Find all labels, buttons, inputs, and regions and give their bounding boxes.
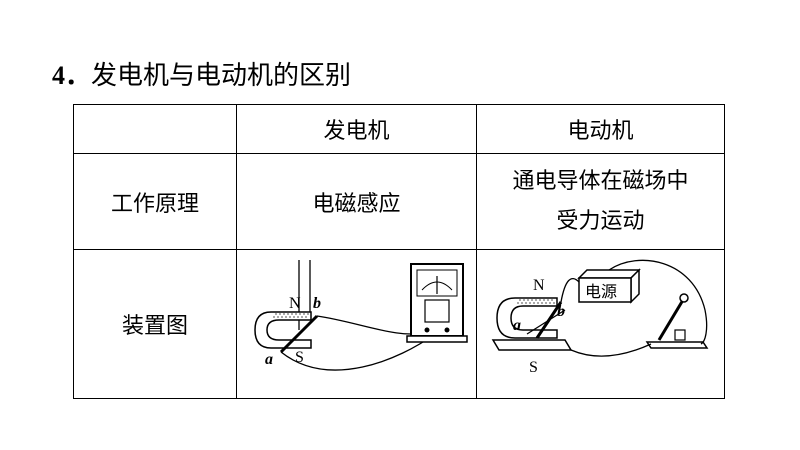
wire-rod-to-source <box>559 278 579 303</box>
lead-wire-2 <box>280 333 435 371</box>
section-heading: 4．发电机与电动机的区别 <box>52 58 351 94</box>
label-south: S <box>529 359 538 376</box>
label-a: a <box>513 317 521 334</box>
motor-principle-line2: 受力运动 <box>556 208 645 234</box>
device-row: 装置图 <box>73 249 725 399</box>
label-b: b <box>313 295 321 312</box>
label-north: N <box>289 295 301 312</box>
conductor-rod <box>279 314 318 354</box>
galvanometer-base <box>405 335 468 343</box>
heading-number: 4． <box>52 61 92 90</box>
motor-diagram-cell: N S a b 电源 <box>476 249 725 399</box>
magnet-shading <box>272 313 309 318</box>
conductor-rod <box>535 301 562 339</box>
switch-knob <box>678 293 689 303</box>
generator-diagram: N S a b <box>253 260 468 371</box>
label-south: S <box>295 349 304 366</box>
principle-label: 工作原理 <box>73 153 237 250</box>
header-corner-cell <box>73 104 237 154</box>
motor-principle-line1: 通电导体在磁场中 <box>512 168 689 194</box>
horseshoe-magnet <box>495 297 558 339</box>
galvanometer-core <box>423 299 450 323</box>
terminal-left <box>424 327 429 333</box>
power-source-top <box>576 269 641 279</box>
base-board <box>491 339 572 351</box>
comparison-table: 发电机 电动机 工作原理 电磁感应 通电导体在磁场中 受力运动 装置图 <box>73 104 725 399</box>
label-power-source: 电源 <box>585 282 617 301</box>
header-motor: 电动机 <box>476 104 725 154</box>
header-generator: 发电机 <box>236 104 477 154</box>
principle-row: 工作原理 电磁感应 通电导体在磁场中 受力运动 <box>73 153 725 250</box>
wire-source-to-switch <box>608 259 707 345</box>
generator-principle: 电磁感应 <box>236 153 477 250</box>
motor-principle: 通电导体在磁场中 受力运动 <box>476 153 725 250</box>
label-b: b <box>557 303 565 320</box>
power-source <box>577 277 632 303</box>
label-a: a <box>265 351 273 368</box>
header-row: 发电机 电动机 <box>73 104 725 154</box>
switch-lever <box>657 299 684 341</box>
switch-base <box>645 341 708 349</box>
generator-diagram-cell: N S a b <box>236 249 477 399</box>
wire-rail-to-switch <box>570 343 651 357</box>
device-label: 装置图 <box>73 249 237 399</box>
terminal-right <box>444 327 449 333</box>
horseshoe-magnet <box>253 311 312 349</box>
magnet-shading <box>516 299 555 304</box>
heading-text: 发电机与电动机的区别 <box>91 61 352 91</box>
motor-diagram: N S a b 电源 <box>491 259 708 376</box>
label-north: N <box>533 277 545 294</box>
switch-clip <box>673 329 686 341</box>
